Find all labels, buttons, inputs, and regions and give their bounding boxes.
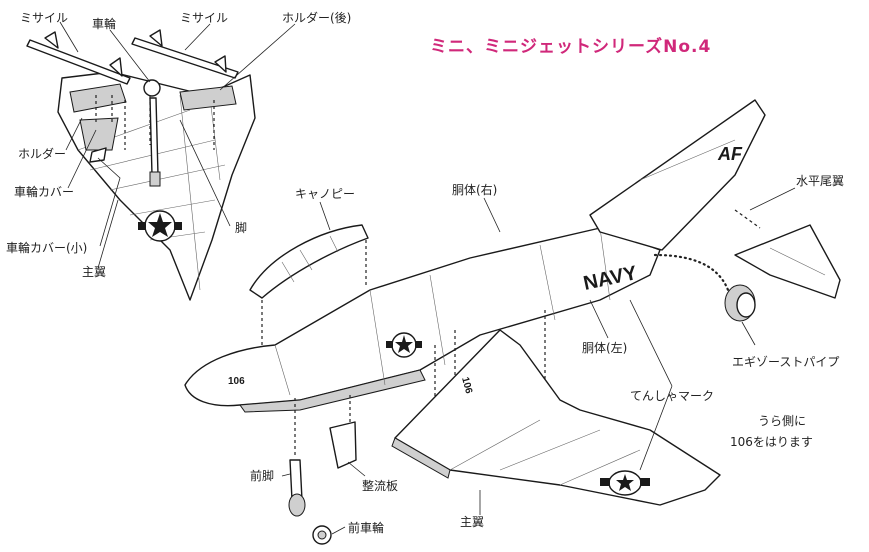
label-wheel-top: 車輪 xyxy=(92,16,116,31)
exhaust-pipe-dotted-guide xyxy=(653,253,730,292)
wing-underside-assembly xyxy=(26,29,256,301)
horizontal-tail-part xyxy=(734,224,841,299)
label-front-leg: 前脚 xyxy=(250,468,274,483)
fuselage-insignia-star xyxy=(395,335,413,353)
lower-wing-insignia-bar-left xyxy=(600,478,610,486)
label-holder-rear: ホルダー(後) xyxy=(282,10,351,25)
missile-left xyxy=(26,31,131,85)
nose-number-text: 106 xyxy=(228,376,245,387)
fuselage-panel-lines xyxy=(274,227,611,396)
part-labels: ミサイル 車輪 ミサイル ホルダー(後) ホルダー 車輪カバー 車輪カバー(小)… xyxy=(6,10,844,535)
label-front-wheel: 前車輪 xyxy=(348,520,384,535)
front-leg-wheel-hub xyxy=(288,493,306,517)
lower-wing-panels xyxy=(449,419,641,486)
tail-panel-line xyxy=(639,139,736,181)
missile-right xyxy=(131,29,239,79)
leader-lines xyxy=(59,21,796,535)
holder-left xyxy=(69,83,127,113)
exhaust-pipe-group xyxy=(653,253,756,322)
label-missile-left: ミサイル xyxy=(20,11,68,25)
main-leg-part xyxy=(143,79,161,187)
wing-insignia-star xyxy=(148,213,172,237)
lower-wing-insignia-star xyxy=(616,474,634,491)
label-horizontal-tail: 水平尾翼 xyxy=(796,174,844,188)
wheel-cover-small-part xyxy=(89,147,107,163)
wing-insignia-bar-right xyxy=(174,222,182,230)
label-leg: 脚 xyxy=(235,220,247,235)
label-fuselage-right: 胴体(右) xyxy=(452,182,497,197)
label-main-wing-top: 主翼 xyxy=(82,265,106,279)
label-holder: ホルダー xyxy=(18,146,66,161)
label-wheel-cover-small: 車輪カバー(小) xyxy=(6,240,87,255)
wing-assembly-guides xyxy=(95,95,215,150)
exhaust-pipe-inner xyxy=(736,292,756,318)
label-canopy: キャノピー xyxy=(295,187,355,201)
fuselage-group: AF NAVY 106 xyxy=(184,99,766,450)
horizontal-tail-group xyxy=(734,209,841,299)
page-title: ミニ、ミニジェットシリーズNo.4 xyxy=(430,36,711,57)
label-wheel-cover: 車輪カバー xyxy=(14,184,74,199)
label-fuselage-left: 胴体(左) xyxy=(582,340,627,355)
lower-wing-insignia-bar-right xyxy=(640,478,650,486)
label-main-wing-bottom: 主翼 xyxy=(460,515,484,529)
canopy-group xyxy=(249,224,369,345)
fuselage-insignia-bar-left xyxy=(386,341,393,348)
label-exhaust-pipe: エギゾーストパイプ xyxy=(732,355,839,369)
fuselage-insignia-bar-right xyxy=(415,341,422,348)
lower-wing-group: 106 xyxy=(391,329,721,506)
canopy-frames xyxy=(281,235,339,283)
fin-number-text: 106 xyxy=(459,376,474,395)
wheel-cover-part xyxy=(79,117,119,151)
fairing-part xyxy=(329,421,357,469)
label-missile-right: ミサイル xyxy=(180,11,228,25)
label-insignia: てんしゃマーク xyxy=(630,389,714,403)
label-note-line2: 106をはります xyxy=(730,435,813,449)
holder-rear-part xyxy=(179,85,237,111)
lower-wing-edge xyxy=(391,437,451,479)
horizontal-tail-panel xyxy=(769,247,826,276)
label-fairing: 整流板 xyxy=(362,478,398,493)
wing-insignia-bar-left xyxy=(138,222,146,230)
tail-code-text: AF xyxy=(717,144,743,164)
horizontal-tail-guide xyxy=(734,209,761,229)
vertical-tail xyxy=(589,99,766,251)
front-wheel-hub xyxy=(317,530,327,540)
front-leg-group xyxy=(288,395,357,545)
label-note-line1: うら側に xyxy=(758,414,806,428)
fuselage-belly xyxy=(239,369,426,413)
canopy-guides xyxy=(261,240,367,345)
canopy-part xyxy=(249,224,369,299)
main-wing-lower xyxy=(394,329,721,506)
